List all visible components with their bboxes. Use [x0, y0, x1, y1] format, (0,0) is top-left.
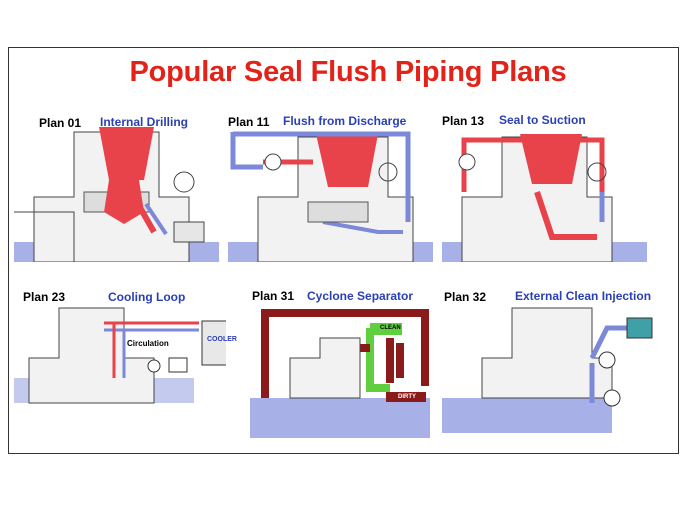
plan-description: Seal to Suction [499, 113, 586, 127]
plan-description: Internal Drilling [100, 115, 189, 129]
dirty-label: DIRTY [398, 394, 416, 400]
panel-plan-31: Plan 31 Cyclone Separator CLEAN DIRTY [250, 288, 462, 438]
plan-label: Plan 13 [442, 114, 485, 128]
plan-description: Cooling Loop [108, 290, 186, 304]
plan-label: Plan 01 [39, 116, 82, 130]
plan-13-drawing [442, 134, 647, 262]
plan-label: Plan 23 [23, 290, 66, 304]
circulation-label: Circulation [127, 339, 169, 348]
plan-label: Plan 31 [252, 289, 295, 303]
plan-label: Plan 11 [228, 115, 270, 129]
clean-label: CLEAN [380, 325, 401, 331]
plan-32-drawing [442, 307, 653, 433]
plan-label: Plan 32 [444, 290, 487, 304]
plan-23-drawing [14, 307, 226, 404]
plan-description: Cyclone Separator [307, 289, 414, 303]
plan-31-drawing [250, 309, 430, 438]
panel-plan-13: Plan 13 Seal to Suction [442, 112, 654, 262]
plan-description: External Clean Injection [515, 289, 652, 303]
panel-plan-01: Plan 01 Internal Drilling [14, 112, 226, 262]
panel-plan-23: Plan 23 Cooling Loop Circulation COOLER [14, 288, 237, 438]
panel-plan-11: Plan 11 Flush from Discharge [228, 112, 440, 262]
plan-description: Flush from Discharge [283, 114, 407, 128]
panel-plan-32: Plan 32 External Clean Injection [442, 288, 654, 438]
plan-11-drawing [228, 131, 433, 262]
page-title: Popular Seal Flush Piping Plans [129, 56, 567, 88]
plan-01-drawing [14, 127, 219, 262]
cooler-label: COOLER [207, 336, 237, 343]
